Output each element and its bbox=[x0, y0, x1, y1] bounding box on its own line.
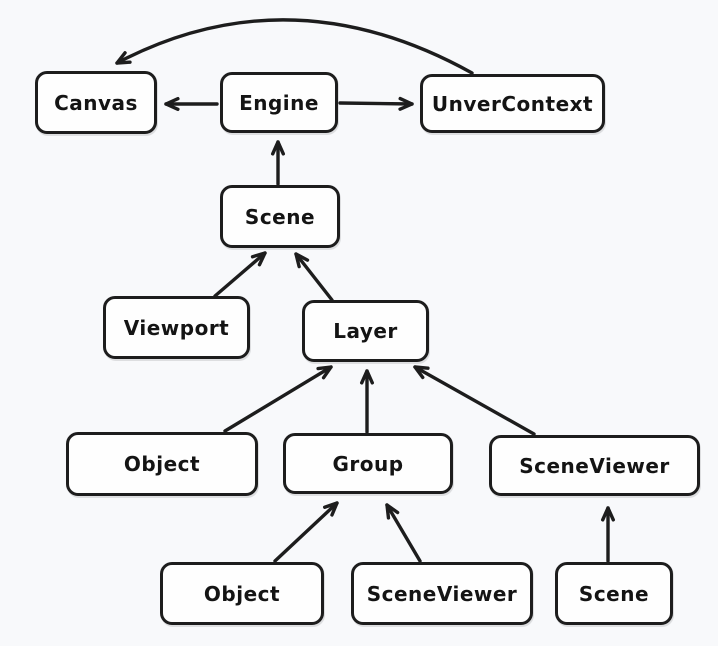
node-viewport: Viewport bbox=[103, 296, 250, 359]
node-scene-viewer-bottom: SceneViewer bbox=[351, 562, 533, 625]
arrow-scene-to-engine bbox=[270, 140, 286, 186]
arrow-group-to-layer bbox=[359, 369, 375, 434]
node-unver-context: UnverContext bbox=[420, 74, 605, 133]
node-object-left: Object bbox=[66, 432, 258, 496]
node-scene-viewer-left: SceneViewer bbox=[489, 435, 700, 496]
arrow-unver_context-to-canvas bbox=[115, 18, 474, 75]
arrow-layer-to-scene bbox=[294, 252, 334, 302]
node-scene: Scene bbox=[220, 185, 340, 248]
arrow-viewport-to-scene bbox=[213, 251, 267, 298]
arrow-scene_viewer_b-to-group bbox=[385, 503, 422, 563]
arrow-object_b-to-group bbox=[273, 501, 339, 563]
node-canvas: Canvas bbox=[35, 71, 157, 134]
arrow-scene_b-to-scene_viewer_l bbox=[600, 506, 616, 563]
node-object-bottom: Object bbox=[160, 562, 324, 625]
arrow-scene_viewer_l-to-layer bbox=[413, 365, 536, 436]
node-layer: Layer bbox=[302, 300, 429, 362]
node-group: Group bbox=[283, 433, 453, 494]
node-engine: Engine bbox=[220, 72, 338, 133]
arrow-engine-to-unver_context bbox=[338, 96, 414, 111]
arrow-object_l-to-layer bbox=[223, 365, 333, 433]
node-scene-bottom: Scene bbox=[555, 562, 673, 625]
arrow-engine-to-canvas bbox=[164, 96, 219, 112]
